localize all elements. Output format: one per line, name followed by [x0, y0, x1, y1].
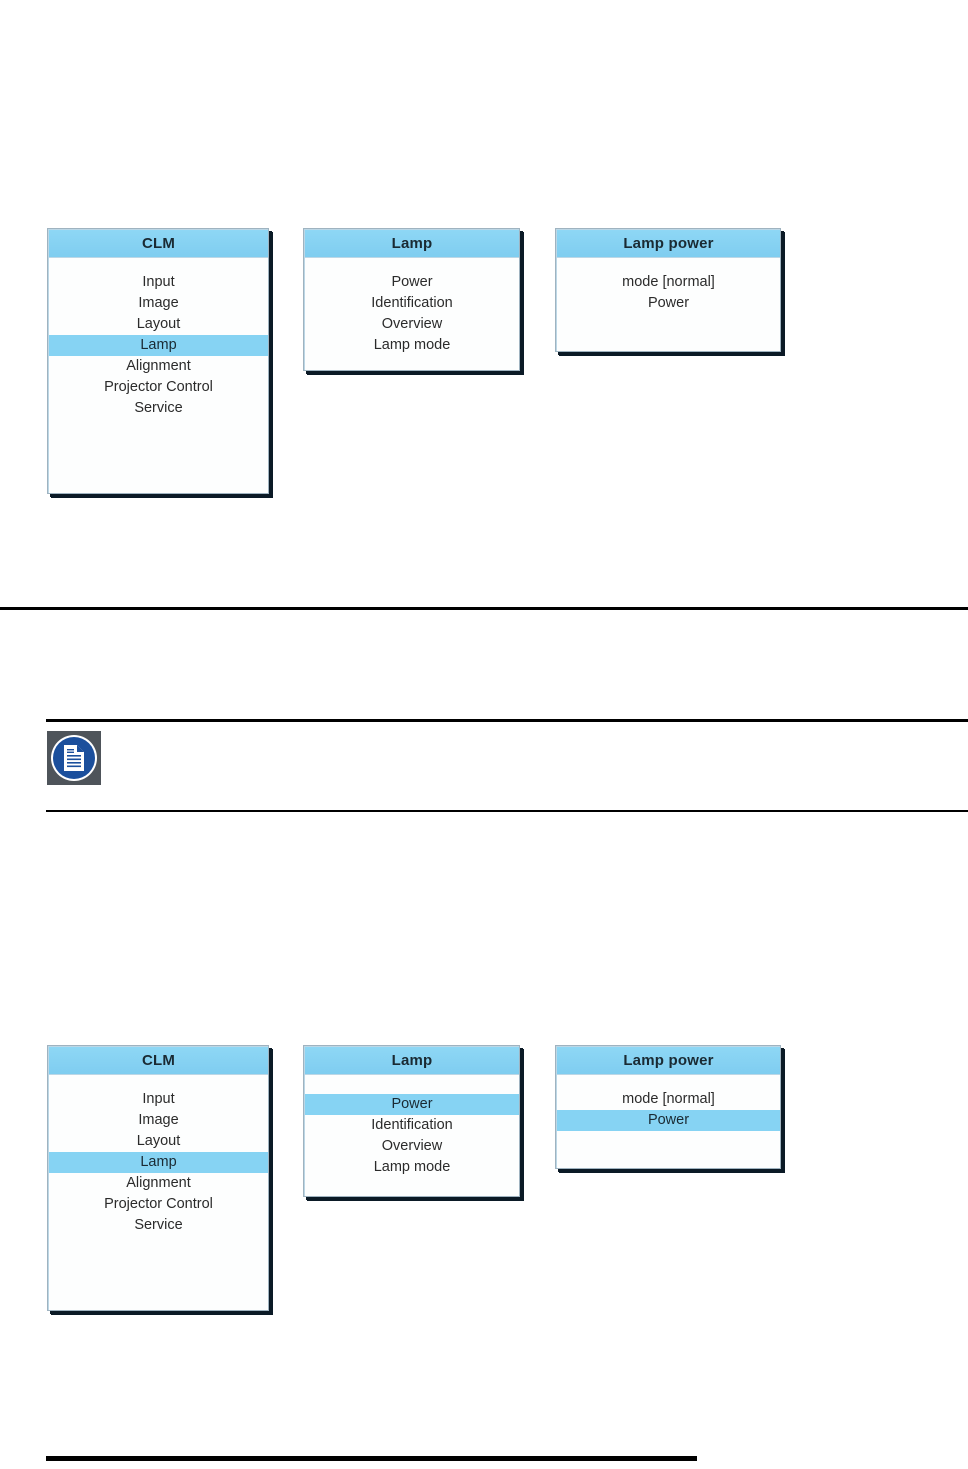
osd-menu-item[interactable]: Input: [142, 1091, 175, 1107]
osd-panel-lamp-bottom[interactable]: Lamp Power Identification Overview Lamp …: [303, 1045, 520, 1197]
osd-panel-title: Lamp: [305, 230, 519, 258]
osd-panel-lamp-top[interactable]: Lamp Power Identification Overview Lamp …: [303, 228, 520, 371]
osd-menu-item[interactable]: Service: [134, 400, 183, 416]
osd-menu-item[interactable]: Overview: [381, 1138, 443, 1154]
osd-panel-inner: Lamp power mode [normal] Power: [556, 1046, 780, 1168]
osd-menu-item[interactable]: Layout: [136, 1133, 181, 1149]
osd-menu-item[interactable]: Lamp mode: [373, 1159, 451, 1175]
osd-panel-lamp-power-top[interactable]: Lamp power mode [normal] Power: [555, 228, 781, 352]
osd-menu-item[interactable]: Image: [138, 295, 179, 311]
osd-panel-title: CLM: [49, 230, 268, 258]
osd-panel-clm-bottom[interactable]: CLM Input Image Layout Lamp Alignment Pr…: [47, 1045, 269, 1311]
osd-menu-item[interactable]: Overview: [381, 316, 443, 332]
osd-panel-inner: Lamp Power Identification Overview Lamp …: [304, 1046, 519, 1196]
osd-panel-inner: CLM Input Image Layout Lamp Alignment Pr…: [48, 229, 268, 493]
osd-panel-title: CLM: [49, 1047, 268, 1075]
osd-menu-item[interactable]: Identification: [371, 1117, 453, 1133]
osd-menu-item[interactable]: Alignment: [126, 1175, 191, 1191]
osd-panel-body: Input Image Layout Lamp Alignment Projec…: [49, 1075, 268, 1236]
osd-panel-body: mode [normal] Power: [557, 258, 780, 314]
osd-menu-item[interactable]: mode [normal]: [622, 274, 715, 290]
osd-menu-item[interactable]: Input: [142, 274, 175, 290]
footer-rule: [46, 1456, 697, 1461]
osd-menu-item-selected[interactable]: Power: [557, 1110, 780, 1131]
note-document-icon: [47, 731, 101, 785]
note-box-bottom-rule: [46, 810, 968, 812]
osd-panel-inner: Lamp power mode [normal] Power: [556, 229, 780, 351]
osd-menu-item[interactable]: Layout: [136, 316, 181, 332]
osd-panel-title: Lamp power: [557, 1047, 780, 1075]
osd-panel-body: Power Identification Overview Lamp mode: [305, 258, 519, 356]
osd-menu-item[interactable]: Power: [647, 295, 690, 311]
osd-menu-item[interactable]: Identification: [371, 295, 453, 311]
osd-menu-item-selected[interactable]: Power: [305, 1094, 519, 1115]
osd-panel-clm-top[interactable]: CLM Input Image Layout Lamp Alignment Pr…: [47, 228, 269, 494]
osd-menu-item[interactable]: Power: [391, 274, 433, 290]
osd-panel-title: Lamp power: [557, 230, 780, 258]
osd-panel-title: Lamp: [305, 1047, 519, 1075]
osd-panel-inner: CLM Input Image Layout Lamp Alignment Pr…: [48, 1046, 268, 1310]
osd-panel-body: mode [normal] Power: [557, 1075, 780, 1131]
osd-menu-item-selected[interactable]: Lamp: [49, 1152, 268, 1173]
note-box-top-rule: [46, 719, 968, 722]
osd-menu-item[interactable]: Projector Control: [104, 379, 213, 395]
osd-panel-inner: Lamp Power Identification Overview Lamp …: [304, 229, 519, 370]
osd-panel-body: Input Image Layout Lamp Alignment Projec…: [49, 258, 268, 419]
osd-menu-item[interactable]: mode [normal]: [622, 1091, 715, 1107]
osd-menu-item-selected[interactable]: Lamp: [49, 335, 268, 356]
osd-menu-item[interactable]: Service: [134, 1217, 183, 1233]
osd-menu-item[interactable]: Image: [138, 1112, 179, 1128]
osd-panel-body: Power Identification Overview Lamp mode: [305, 1075, 519, 1178]
osd-menu-item[interactable]: Projector Control: [104, 1196, 213, 1212]
section-divider-top: [0, 607, 968, 610]
osd-menu-item[interactable]: Lamp mode: [373, 337, 451, 353]
osd-menu-item[interactable]: Alignment: [126, 358, 191, 374]
osd-panel-lamp-power-bottom[interactable]: Lamp power mode [normal] Power: [555, 1045, 781, 1169]
